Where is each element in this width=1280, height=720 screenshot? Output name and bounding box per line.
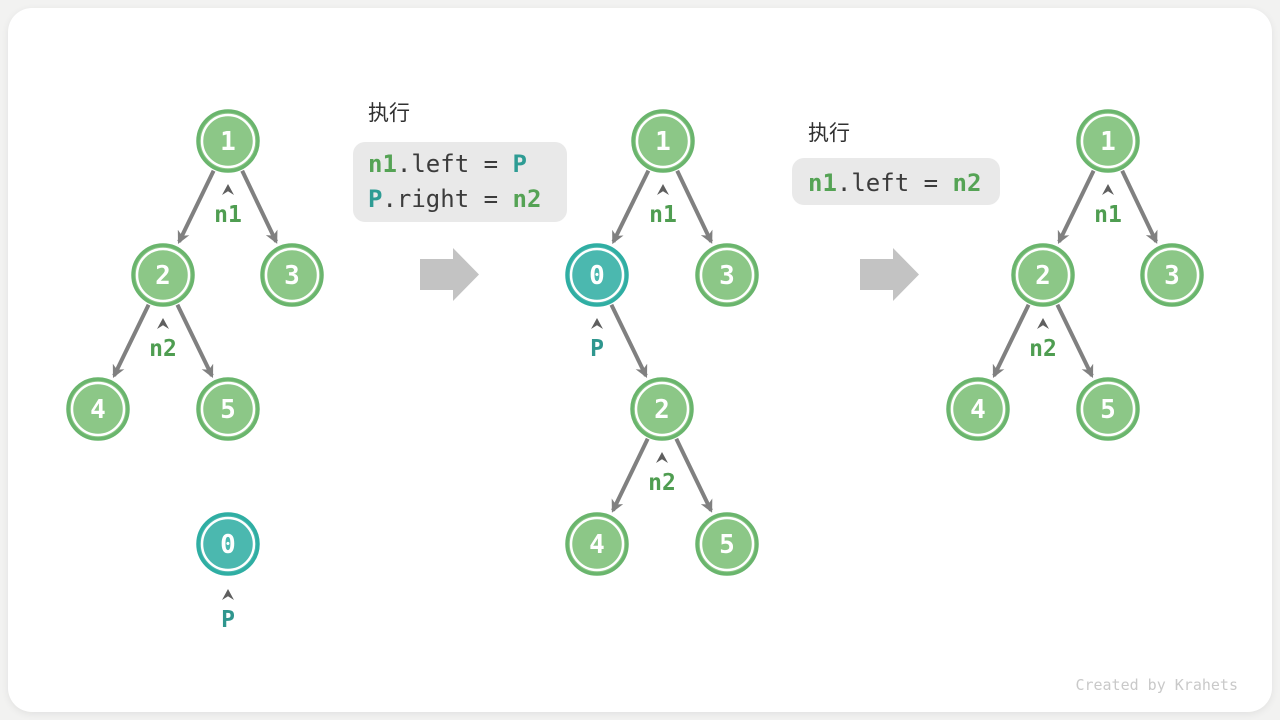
pointer-label-n2: n2 bbox=[648, 470, 676, 496]
node-value: 1 bbox=[655, 127, 671, 157]
edge-2-4 bbox=[112, 303, 151, 379]
node-value: 2 bbox=[155, 261, 171, 291]
edge-2-5 bbox=[1055, 303, 1094, 379]
pointer-caret-icon bbox=[157, 318, 169, 329]
tree-middle: 1 0 3 2 4 bbox=[565, 109, 759, 576]
node-value: 3 bbox=[1164, 261, 1180, 291]
pointer-label-n1: n1 bbox=[649, 202, 677, 228]
tree-node-4: 4 bbox=[66, 377, 130, 441]
edge-1-2 bbox=[177, 169, 216, 245]
pointer-caret-icon bbox=[656, 452, 668, 463]
pointer-label-p: P bbox=[221, 607, 235, 633]
edge-2-4 bbox=[992, 303, 1031, 379]
node-value: 0 bbox=[589, 261, 605, 291]
tree-node-2: 2 bbox=[131, 243, 195, 307]
tree-node-5: 5 bbox=[196, 377, 260, 441]
execute-caption-1: 执行 bbox=[368, 101, 410, 125]
node-value: 5 bbox=[220, 395, 236, 425]
edge-2-4 bbox=[611, 437, 650, 513]
edge-1-3 bbox=[240, 169, 278, 244]
code-line-1: n1.left = n2 bbox=[808, 169, 981, 197]
pointer-caret-icon bbox=[657, 184, 669, 195]
code-block-2: 执行 n1.left = n2 bbox=[792, 121, 1000, 205]
tree-node-1: 1 bbox=[1076, 109, 1140, 173]
node-value: 4 bbox=[90, 395, 106, 425]
edge-0-2 bbox=[609, 303, 648, 379]
node-value: 3 bbox=[284, 261, 300, 291]
code-line-1: n1.left = P bbox=[368, 150, 527, 178]
tree-node-3: 3 bbox=[695, 243, 759, 307]
pointer-label-n1: n1 bbox=[1094, 202, 1122, 228]
tree-node-5: 5 bbox=[1076, 377, 1140, 441]
tree-node-1: 1 bbox=[196, 109, 260, 173]
transform-arrow-icon-2 bbox=[860, 248, 919, 301]
pointer-label-p: P bbox=[590, 336, 604, 362]
code-block-1: 执行 n1.left = P P.right = n2 bbox=[353, 101, 567, 222]
pointer-caret-icon bbox=[222, 184, 234, 195]
tree-right: 1 2 3 4 5 n1 bbox=[946, 109, 1204, 441]
node-value: 1 bbox=[220, 127, 236, 157]
tree-node-3: 3 bbox=[1140, 243, 1204, 307]
tree-node-4: 4 bbox=[946, 377, 1010, 441]
tree-node-4: 4 bbox=[565, 512, 629, 576]
pointer-label-n2: n2 bbox=[149, 336, 177, 362]
tree-node-1: 1 bbox=[631, 109, 695, 173]
tree-node-0-inserted: 0 bbox=[196, 512, 260, 576]
tree-node-2: 2 bbox=[630, 377, 694, 441]
pointer-caret-icon bbox=[222, 589, 234, 600]
code-box-1 bbox=[353, 142, 567, 222]
code-box-2 bbox=[792, 158, 1000, 205]
execute-caption-2: 执行 bbox=[808, 121, 850, 145]
node-value: 4 bbox=[970, 395, 986, 425]
pointer-caret-icon bbox=[1102, 184, 1114, 195]
edge-2-5 bbox=[175, 303, 214, 379]
node-value: 0 bbox=[220, 530, 236, 560]
watermark-credit: Created by Krahets bbox=[1075, 676, 1238, 694]
node-value: 5 bbox=[719, 530, 735, 560]
edge-1-3 bbox=[1120, 169, 1158, 244]
edge-2-5 bbox=[674, 437, 713, 513]
node-value: 2 bbox=[1035, 261, 1051, 291]
tree-left: 1 2 3 4 5 bbox=[66, 109, 324, 633]
node-value: 4 bbox=[589, 530, 605, 560]
pointer-caret-icon bbox=[1037, 318, 1049, 329]
node-value: 2 bbox=[654, 395, 670, 425]
tree-node-3: 3 bbox=[260, 243, 324, 307]
pointer-caret-icon bbox=[591, 318, 603, 329]
edge-1-0 bbox=[611, 169, 651, 245]
node-value: 3 bbox=[719, 261, 735, 291]
edge-1-2 bbox=[1057, 169, 1096, 245]
edge-1-3 bbox=[675, 169, 713, 244]
pointer-label-n1: n1 bbox=[214, 202, 242, 228]
tree-node-5: 5 bbox=[695, 512, 759, 576]
transform-arrow-icon-1 bbox=[420, 248, 479, 301]
tree-node-2: 2 bbox=[1011, 243, 1075, 307]
node-value: 1 bbox=[1100, 127, 1116, 157]
pointer-label-n2: n2 bbox=[1029, 336, 1057, 362]
tree-node-0-inserted: 0 bbox=[565, 243, 629, 307]
code-line-2: P.right = n2 bbox=[368, 185, 541, 213]
node-value: 5 bbox=[1100, 395, 1116, 425]
